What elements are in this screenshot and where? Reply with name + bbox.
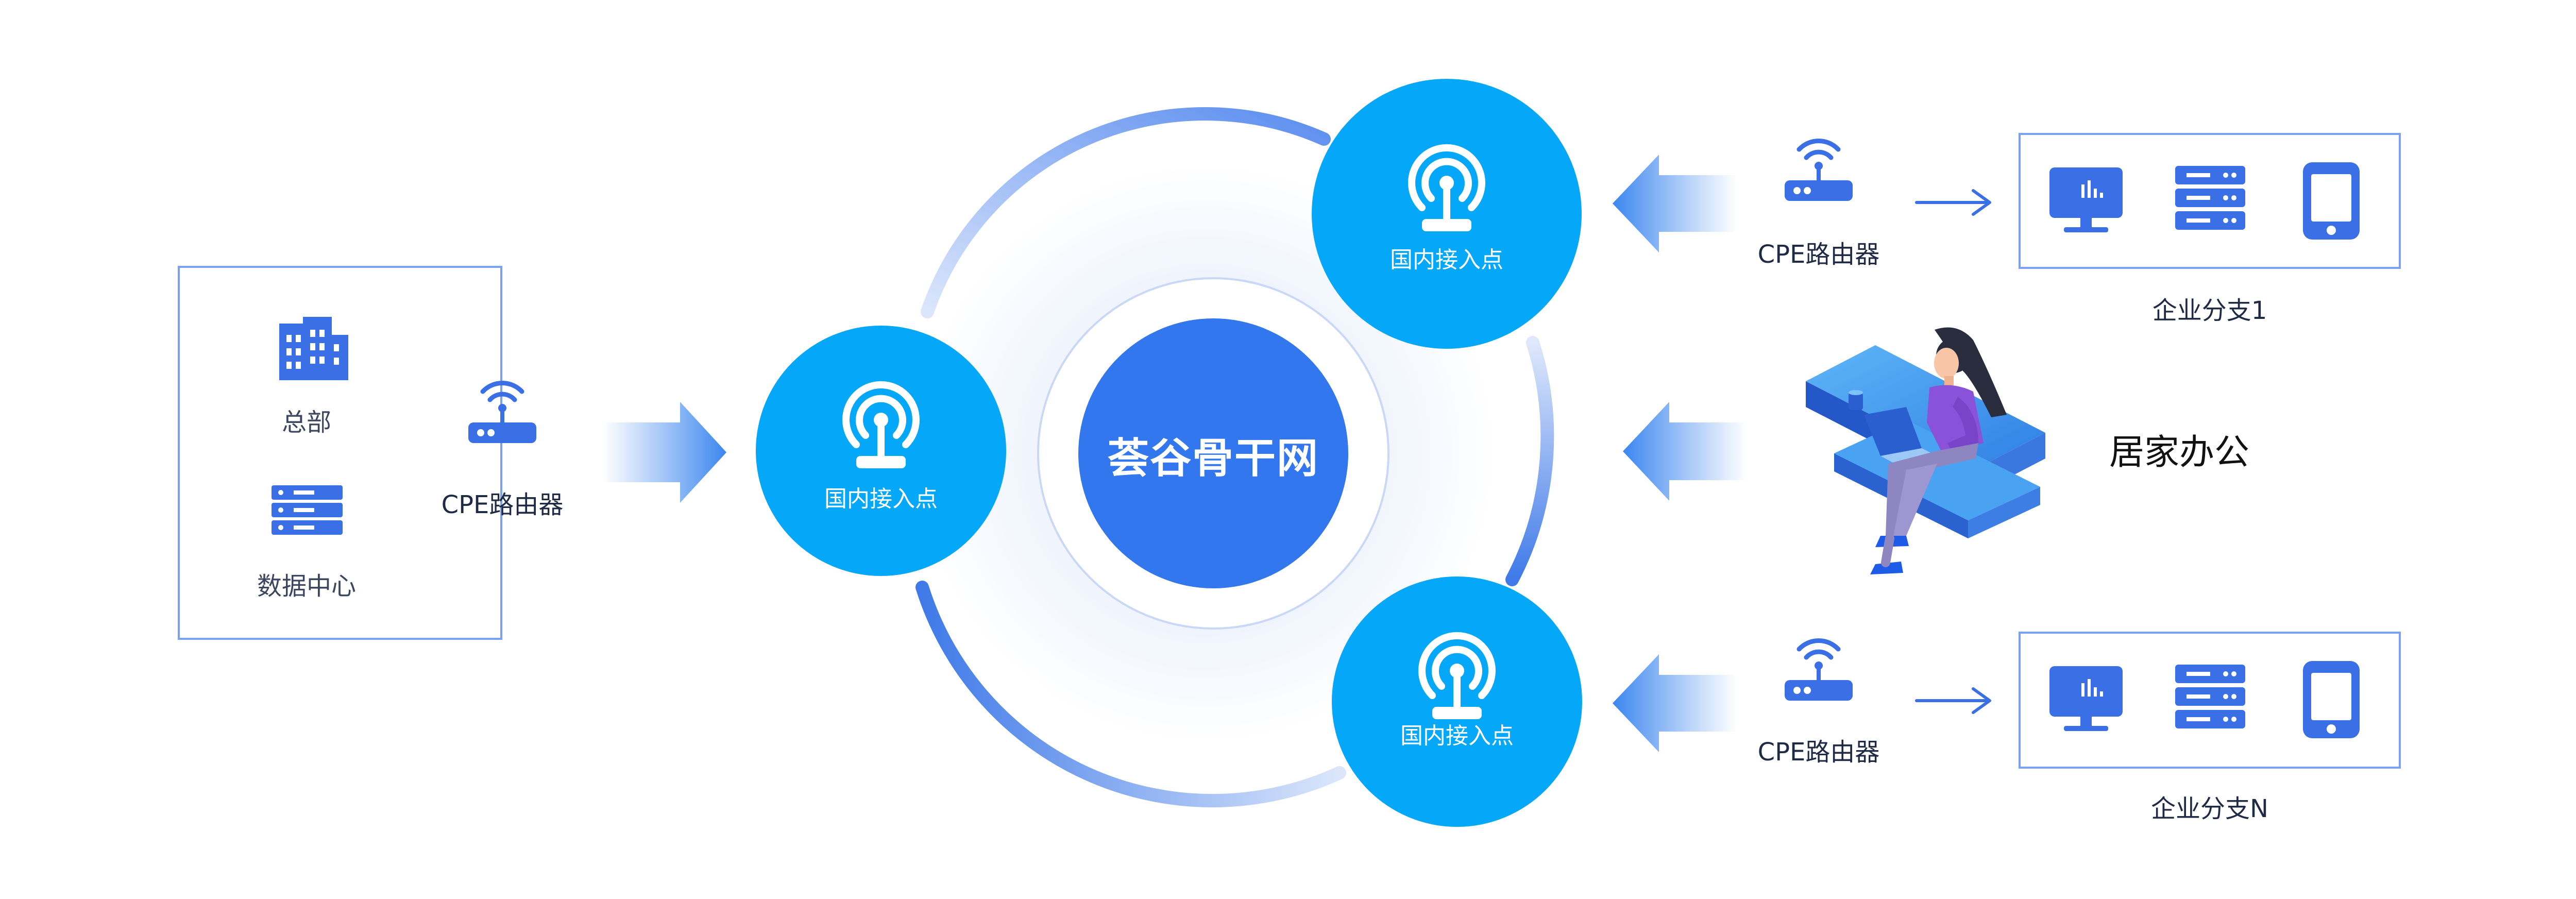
orbit-arc-right [1505, 336, 1554, 586]
server-icon [2175, 166, 2245, 230]
router-icon [1785, 638, 1853, 701]
antenna-icon [842, 381, 920, 468]
arrow-icon [1915, 189, 1991, 216]
phone-icon [2303, 162, 2360, 240]
router-icon [1785, 139, 1853, 201]
arrow-icon [1623, 402, 1747, 501]
home-office-label: 居家办公 [2109, 432, 2249, 473]
headquarters-label: 总部 [281, 408, 331, 437]
monitor-icon [2049, 167, 2123, 232]
server-icon [2175, 665, 2245, 728]
antenna-icon [1408, 144, 1485, 231]
access-point-label-left: 国内接入点 [824, 486, 938, 512]
orbit-arc-top [921, 107, 1331, 318]
monitor-icon [2049, 666, 2123, 731]
router-icon [468, 381, 536, 443]
arrow-icon [603, 402, 726, 503]
phone-icon [2303, 661, 2360, 738]
core-network-label: 荟谷骨干网 [1108, 434, 1319, 482]
router-label-top: CPE路由器 [1757, 240, 1880, 269]
antenna-icon [1418, 632, 1496, 719]
home-office-illustration [1806, 327, 2045, 574]
hq-box [178, 266, 502, 640]
core-circle [1078, 318, 1348, 588]
building-icon [279, 317, 348, 380]
server-icon [272, 485, 343, 535]
access-point-label-bottom: 国内接入点 [1400, 723, 1514, 749]
orbit-arc-bottom [916, 581, 1346, 808]
arrow-icon [1915, 687, 1991, 714]
access-point-label-top: 国内接入点 [1390, 247, 1503, 273]
datacenter-label: 数据中心 [257, 572, 356, 601]
branch-1-label: 企业分支1 [2152, 296, 2267, 325]
router-label-left: CPE路由器 [441, 490, 564, 519]
router-label-bottom: CPE路由器 [1757, 738, 1880, 767]
arrow-icon [1613, 155, 1736, 252]
branch-n-label: 企业分支N [2151, 794, 2268, 823]
arrow-icon [1613, 654, 1736, 752]
